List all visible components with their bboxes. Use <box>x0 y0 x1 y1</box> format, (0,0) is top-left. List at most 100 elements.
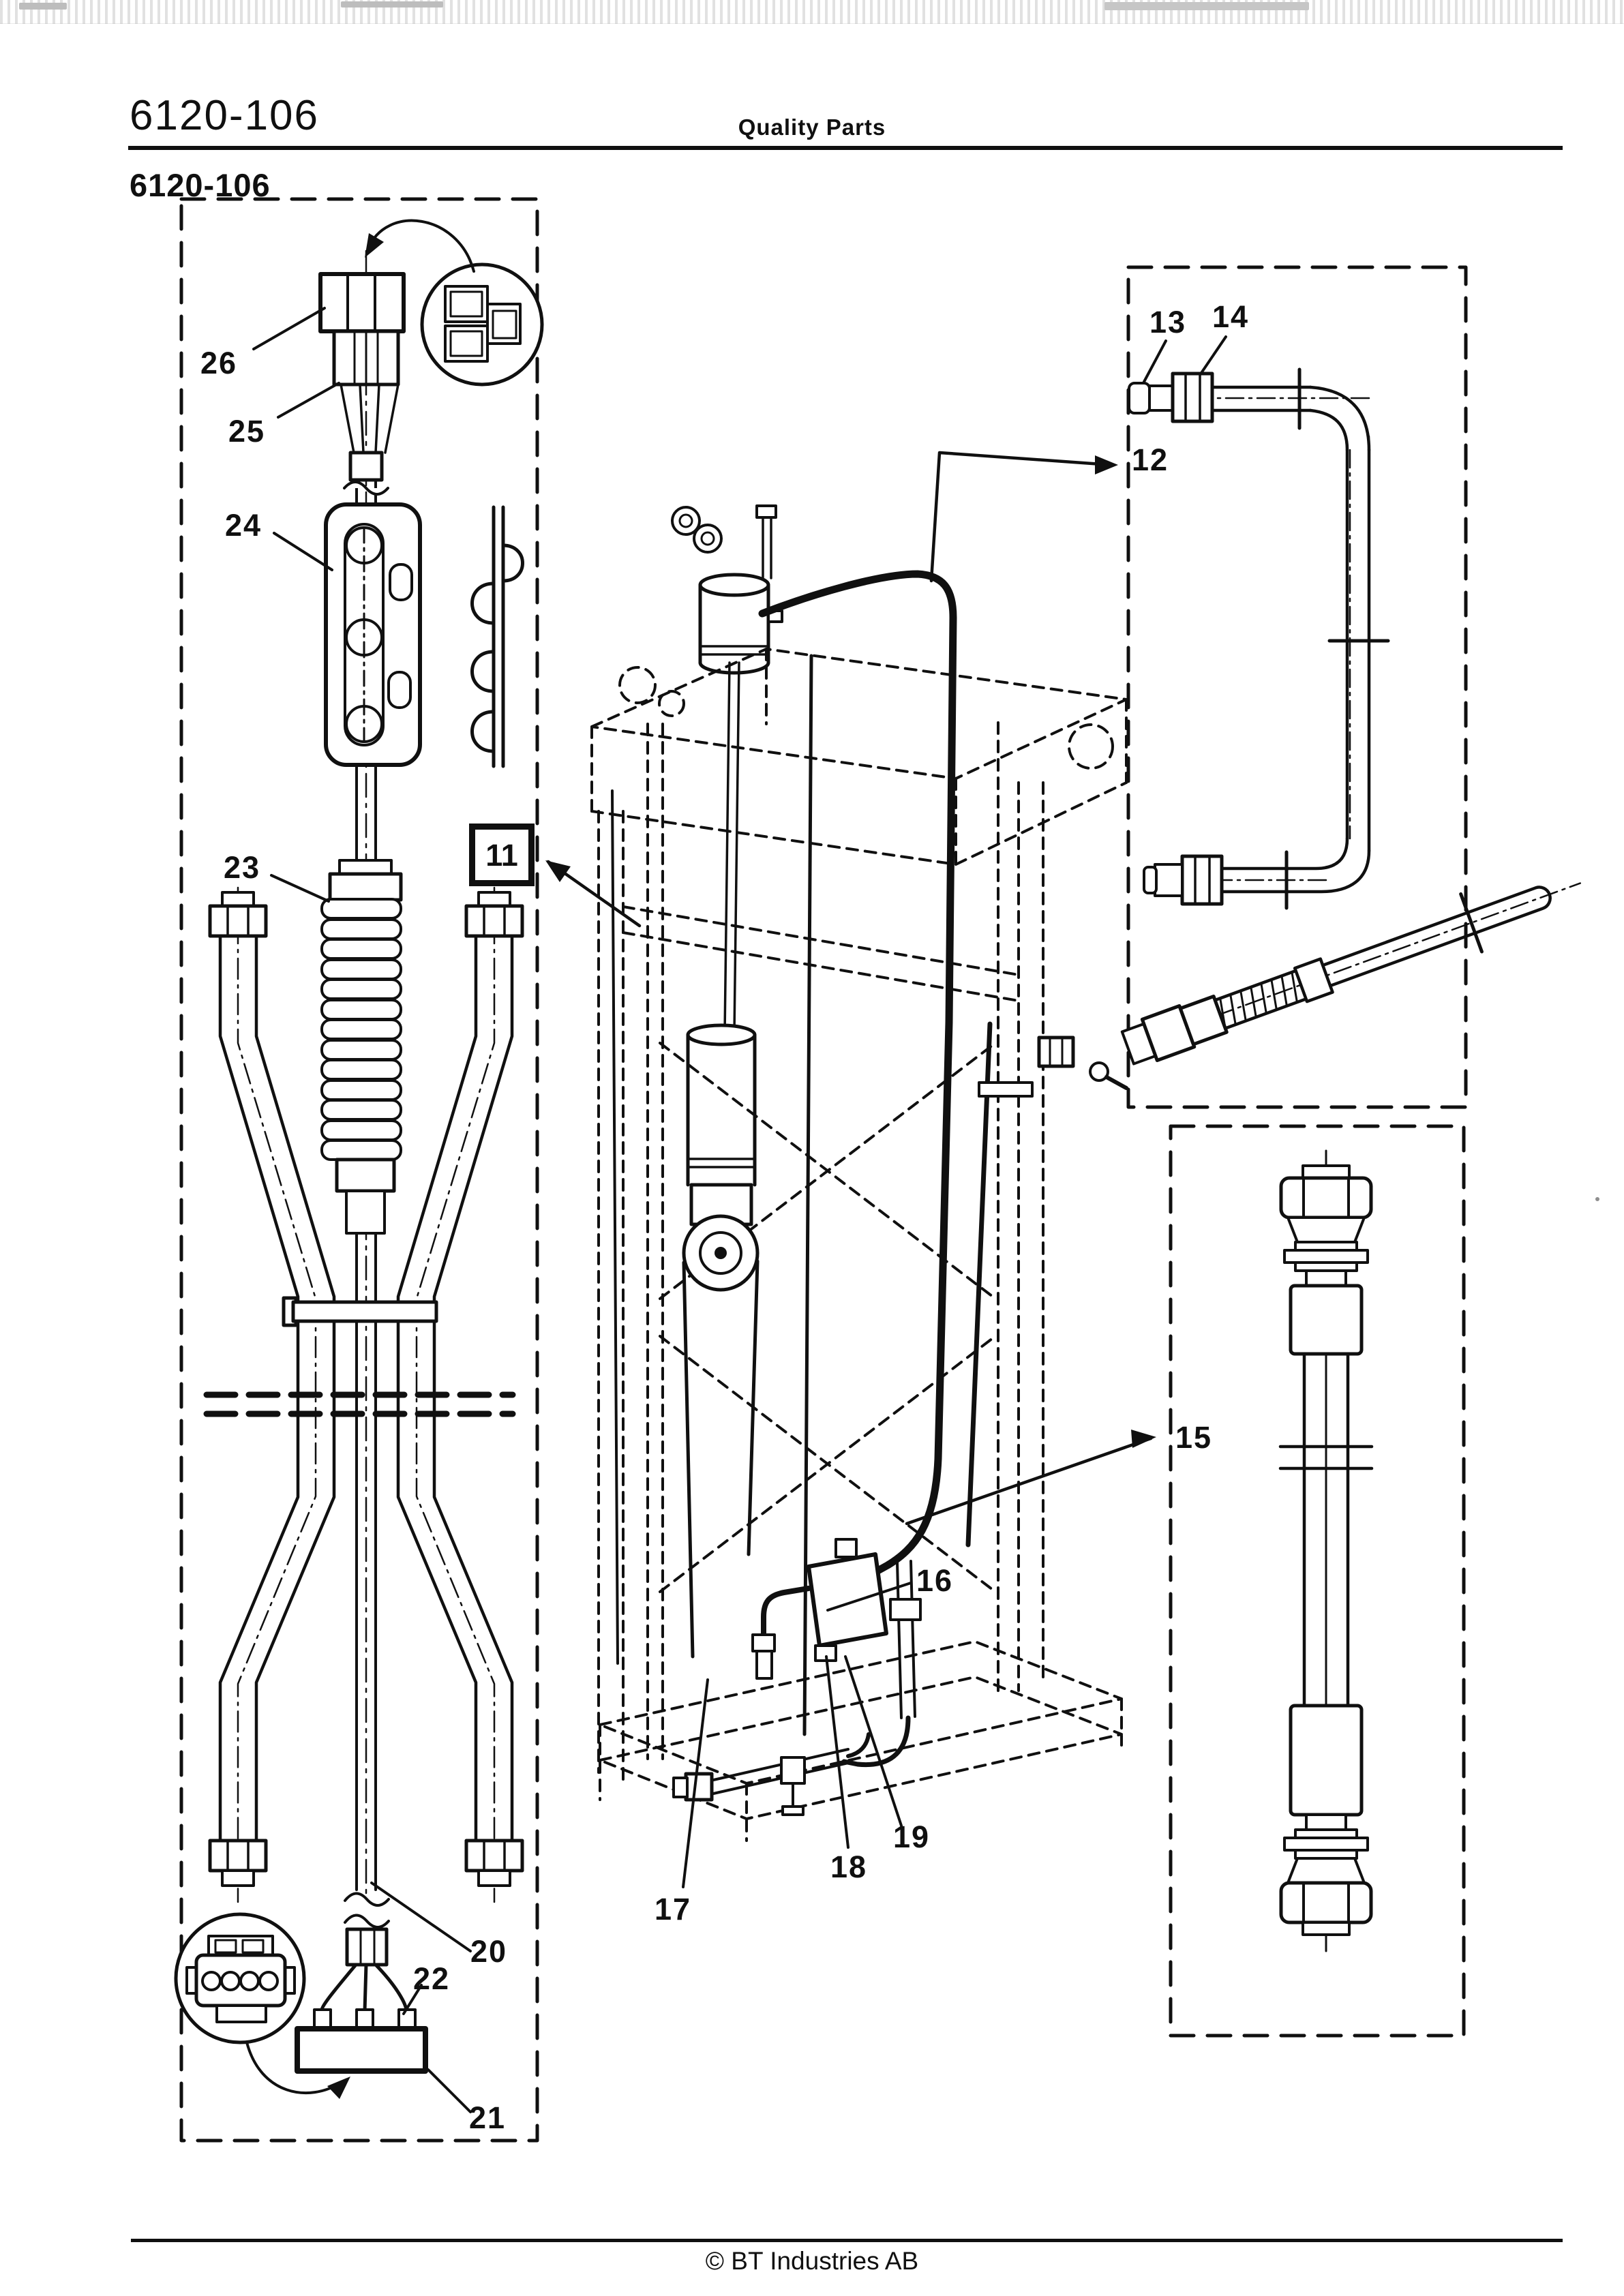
crimp-sleeve <box>1289 1284 1364 1356</box>
wire-left <box>320 1963 358 2013</box>
mast-top-posts <box>590 648 1128 866</box>
detail-connector-cavity <box>449 330 483 357</box>
neck <box>1305 1813 1347 1831</box>
leader-15 <box>905 1436 1153 1526</box>
arrowhead <box>545 860 571 882</box>
hex-facets <box>483 1839 506 1872</box>
tee-fitting <box>780 1756 806 1785</box>
nut-cap <box>1302 1164 1351 1179</box>
mast-top-face <box>590 648 1128 780</box>
piston-rod <box>723 661 740 1035</box>
clamp-bolt-head <box>1089 1061 1109 1082</box>
ghost-hardware <box>618 666 657 704</box>
hex-fitting <box>464 904 524 938</box>
callout-15: 15 <box>1175 1420 1213 1455</box>
leader-24 <box>273 532 333 571</box>
chain-run <box>747 1259 760 1556</box>
scan-blob <box>1104 2 1309 10</box>
pipe-end-cap <box>1143 866 1158 894</box>
clamp-bolt-shaft <box>1104 1075 1128 1090</box>
hex-facets <box>483 905 506 937</box>
tube-inner <box>396 934 478 1843</box>
hex-nut <box>1178 994 1229 1046</box>
arrowhead <box>365 233 384 258</box>
callout-20: 20 <box>470 1934 508 1969</box>
connector-segments <box>346 273 376 333</box>
callout-18: 18 <box>830 1849 868 1884</box>
scan-blob <box>19 3 67 10</box>
neck <box>1305 1269 1347 1287</box>
tube-bottom-tab <box>477 1869 511 1887</box>
bracket-hole <box>389 563 413 601</box>
cable-ferrule <box>348 451 384 482</box>
wire-center <box>363 1963 368 2013</box>
callout-19: 19 <box>893 1819 931 1854</box>
washer <box>678 513 693 528</box>
detail-arrow-arc <box>367 219 475 273</box>
tube-outer <box>432 934 514 1843</box>
nut-facets <box>1194 855 1211 905</box>
hex-fitting <box>208 904 268 938</box>
section-number: 6120-106 <box>130 167 271 203</box>
fitting <box>751 1633 776 1652</box>
hex-fitting <box>464 1839 524 1873</box>
tube-bottom-tab <box>221 1869 255 1887</box>
pipe-detail-box <box>1120 265 1582 1109</box>
hex-fitting <box>208 1839 268 1873</box>
main-hose <box>758 570 957 1576</box>
callout-11: 11 <box>469 824 535 886</box>
callout-22: 22 <box>413 1961 451 1996</box>
scan-speck <box>1595 1197 1599 1201</box>
hose-walls <box>1302 1352 1350 1708</box>
mast-dashed-frame <box>590 648 1128 1842</box>
bellows-cap-bottom <box>335 1158 396 1193</box>
callout-12: 12 <box>1132 442 1169 477</box>
washer <box>700 531 715 546</box>
collar <box>1293 957 1334 1003</box>
callout-26: 26 <box>200 346 238 380</box>
arrowhead <box>327 2076 350 2099</box>
leader-20 <box>370 1882 472 1952</box>
pipe-end-cap <box>1128 382 1151 414</box>
connector-block <box>295 2026 428 2074</box>
tube-centerline <box>237 886 317 1903</box>
wire-collar <box>345 1927 389 1967</box>
clip-strip <box>492 505 505 768</box>
bellows-ribs <box>320 898 402 1161</box>
hex-facets <box>226 1839 250 1872</box>
pipe-centerline <box>1130 397 1370 881</box>
flange-ring <box>1283 1249 1369 1264</box>
clamp-bar <box>291 1300 438 1323</box>
pulley-hub <box>715 1247 727 1259</box>
leader-26 <box>252 307 326 350</box>
thread-hatch <box>1219 971 1298 1029</box>
bellows-neck-bottom <box>345 1190 386 1235</box>
detail-bottom-tab <box>215 2004 267 2023</box>
base-posts <box>599 1697 1123 1842</box>
right-upright <box>997 721 1044 1692</box>
callout-17: 17 <box>655 1892 692 1927</box>
pipe-bend <box>1308 385 1371 452</box>
collar-ribs <box>359 1928 376 1966</box>
pipe-bend <box>1220 836 1371 894</box>
crimp-sleeve <box>1289 1704 1364 1817</box>
bottom-pipe-hex <box>684 1772 714 1802</box>
hose-hex-nut <box>1279 1881 1373 1924</box>
callout-25: 25 <box>228 414 266 449</box>
pipe-stub <box>1148 384 1175 412</box>
pipe-walls <box>1321 886 1552 988</box>
bracket-hole <box>387 671 412 709</box>
pulley-groove <box>699 1231 742 1275</box>
pipe-nut <box>1180 854 1224 906</box>
pipe-tick <box>1459 892 1484 954</box>
base-frame <box>599 1640 1123 1785</box>
clip-hooks-left <box>470 581 496 753</box>
mast-top-lower-edge <box>590 781 1128 866</box>
bottom-pipe <box>709 1748 849 1796</box>
detail-connector-cavity <box>449 290 483 318</box>
callout-14: 14 <box>1212 299 1250 334</box>
leader-22 <box>402 1984 423 2015</box>
manifold-port <box>834 1538 858 1558</box>
connector-housing <box>318 272 406 333</box>
leader-19 <box>844 1655 903 1827</box>
